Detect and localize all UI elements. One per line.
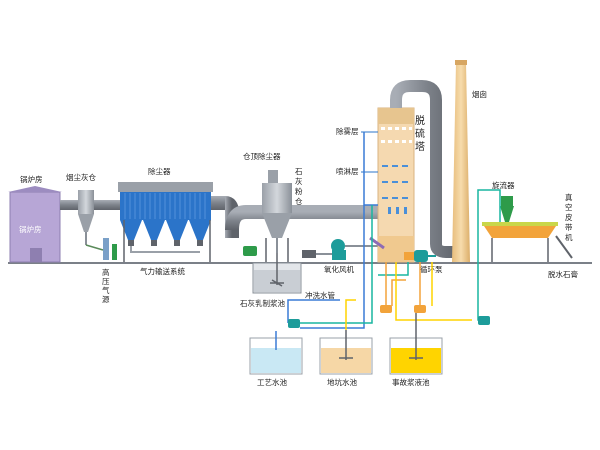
demister-label: 除雾层 (336, 126, 359, 136)
lime-slurry-tank (252, 253, 302, 294)
chimney-label: 烟囱 (472, 89, 487, 99)
oxidation-fan (302, 239, 378, 260)
tower-char-0: 脱 (415, 114, 425, 127)
emergency-tank-label: 事故浆液池 (392, 377, 430, 387)
hp-air-source (85, 238, 117, 260)
vacuum-belt-filter (482, 222, 573, 262)
vacuum-belt-char-4: 机 (565, 232, 573, 242)
emergency-pump (414, 305, 426, 313)
hp-air-char-3: 源 (102, 295, 110, 304)
emergency-slurry-tank (389, 313, 443, 375)
process-tank-label: 工艺水池 (257, 377, 287, 387)
lime-silo (262, 170, 292, 262)
silo-top-dust-label: 仓顶除尘器 (243, 151, 281, 161)
filtrate-pump (478, 316, 490, 325)
flush-pipe-label: 冲洗水管 (305, 290, 335, 300)
lime-feeder-motor (243, 246, 257, 256)
process-piping (287, 132, 501, 330)
hp-air-char-0: 高 (102, 267, 110, 277)
boiler-house-inner-label: 锅炉房 (19, 224, 42, 234)
boiler-house-label: 锅炉房 (20, 174, 43, 184)
gypsum-label: 脱水石膏 (548, 269, 578, 279)
tower-char-1: 硫 (415, 127, 425, 140)
lime-silo-char-2: 粉 (295, 186, 303, 196)
pit-pump (380, 305, 392, 313)
pit-water-tank (319, 330, 373, 375)
lime-silo-char-0: 石 (295, 167, 303, 176)
duct-silo-collector (94, 200, 120, 210)
boiler-house: 锅炉房 (8, 186, 62, 263)
vacuum-belt-char-0: 真 (565, 192, 573, 202)
circulation-pumps (404, 250, 436, 262)
cyclone (500, 196, 514, 222)
pit-tank-label: 地坑水池 (327, 377, 357, 387)
vacuum-belt-char-2: 皮 (565, 212, 573, 222)
dust-collector (118, 182, 213, 262)
flue-ash-silo-label: 烟尘灰仓 (66, 172, 96, 182)
duct-boiler-silo (60, 200, 82, 210)
flue-ash-silo (78, 190, 94, 245)
lime-silo-char-3: 仓 (295, 196, 303, 206)
dust-collector-label: 除尘器 (148, 166, 171, 176)
spray-layer-label: 喷淋层 (336, 166, 359, 176)
lime-slurry-tank-label: 石灰乳制浆池 (240, 298, 285, 308)
hp-air-char-1: 压 (102, 277, 110, 286)
hp-air-char-2: 气 (102, 285, 110, 295)
tower-outlet-duct (390, 80, 458, 258)
oxidation-fan-label: 氧化风机 (324, 264, 354, 274)
process-water-tank (249, 331, 303, 375)
process-water-pump (288, 319, 300, 328)
vacuum-belt-char-3: 带 (565, 223, 573, 232)
desulfurization-tower (369, 107, 415, 263)
lime-silo-char-1: 灰 (295, 176, 303, 186)
chimney (452, 60, 470, 262)
pneumatic-system-label: 气力输送系统 (140, 266, 185, 276)
main-flue-duct (211, 196, 378, 238)
vacuum-belt-char-1: 空 (565, 202, 573, 212)
cyclone-label: 旋流器 (492, 180, 515, 190)
tower-char-2: 塔 (415, 140, 425, 153)
